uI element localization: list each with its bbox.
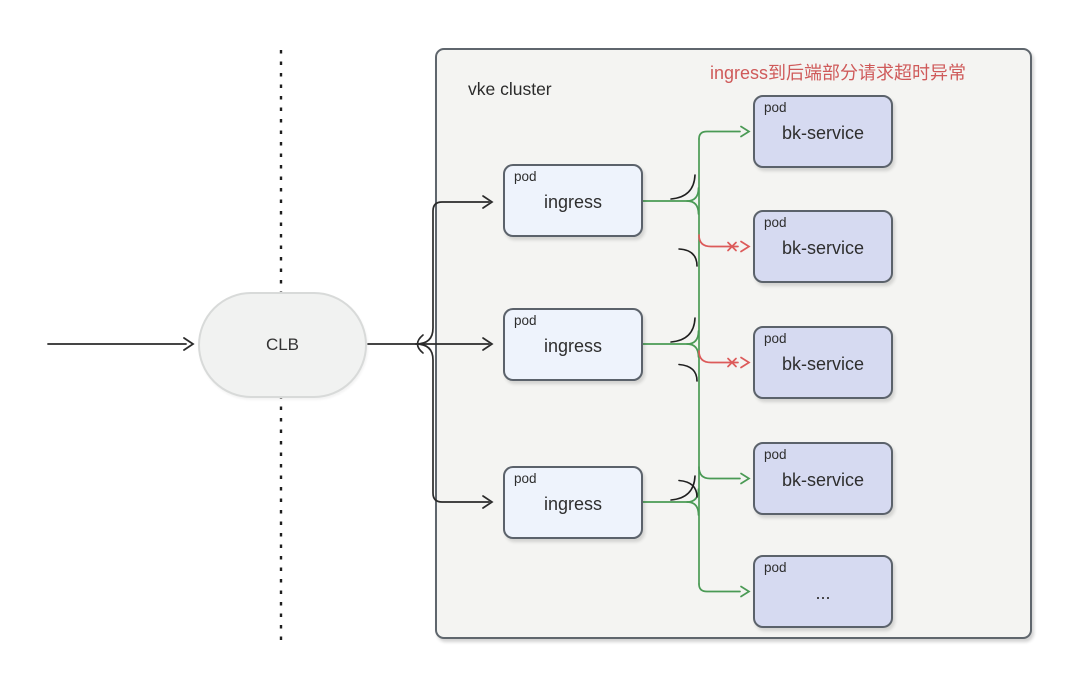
backend-pod-1: pod bk-service (753, 95, 893, 168)
timeout-x-icon (727, 357, 737, 368)
line-hop-arcs (670, 174, 698, 501)
timeout-annotation: ingress到后端部分请求超时异常 (709, 63, 967, 83)
failed-request-connector (698, 234, 751, 369)
ingress-pod-1: pod ingress (503, 164, 643, 237)
arrowhead-icon (482, 495, 494, 509)
pod-name: bk-service (781, 470, 865, 490)
ingress1-join-curl (686, 200, 700, 215)
clb-label: CLB (265, 335, 300, 354)
arrowhead-icon (740, 585, 751, 598)
pod-name: ingress (543, 192, 603, 212)
backend-pod-3: pod bk-service (753, 326, 893, 399)
arrowhead-icon (740, 472, 751, 485)
pod-name: ... (815, 583, 831, 603)
clb-node: CLB (198, 292, 367, 398)
ingress-pod-3: pod ingress (503, 466, 643, 539)
pod-name: ingress (543, 494, 603, 514)
timeout-x-icon (727, 241, 737, 252)
pod-tag: pod (514, 169, 537, 184)
pod-tag: pod (764, 215, 787, 230)
arrowhead-icon (482, 195, 494, 209)
clb-fanout-connector (367, 195, 494, 509)
ingress-fanout-connector (642, 125, 751, 598)
internet-to-clb-arrow (47, 337, 195, 351)
ingress3-join-curl (686, 501, 700, 516)
arrowhead-icon (183, 337, 195, 351)
pod-name: bk-service (781, 354, 865, 374)
arrowhead-icon (482, 337, 494, 351)
pod-tag: pod (764, 100, 787, 115)
arrowhead-icon (740, 125, 751, 138)
arrowhead-icon (740, 356, 751, 369)
pod-name: bk-service (781, 238, 865, 258)
cluster-label: vke cluster (468, 79, 552, 99)
backend-pod-2: pod bk-service (753, 210, 893, 283)
ingress2-join-curl (686, 343, 700, 358)
backend-pod-4: pod bk-service (753, 442, 893, 515)
arrowhead-icon (740, 240, 751, 253)
pod-tag: pod (514, 471, 537, 486)
pod-tag: pod (514, 313, 537, 328)
pod-name: bk-service (781, 123, 865, 143)
pod-tag: pod (764, 331, 787, 346)
ingress-pod-2: pod ingress (503, 308, 643, 381)
backend-pod-5: pod ... (753, 555, 893, 628)
pod-tag: pod (764, 447, 787, 462)
pod-tag: pod (764, 560, 787, 575)
pod-name: ingress (543, 336, 603, 356)
